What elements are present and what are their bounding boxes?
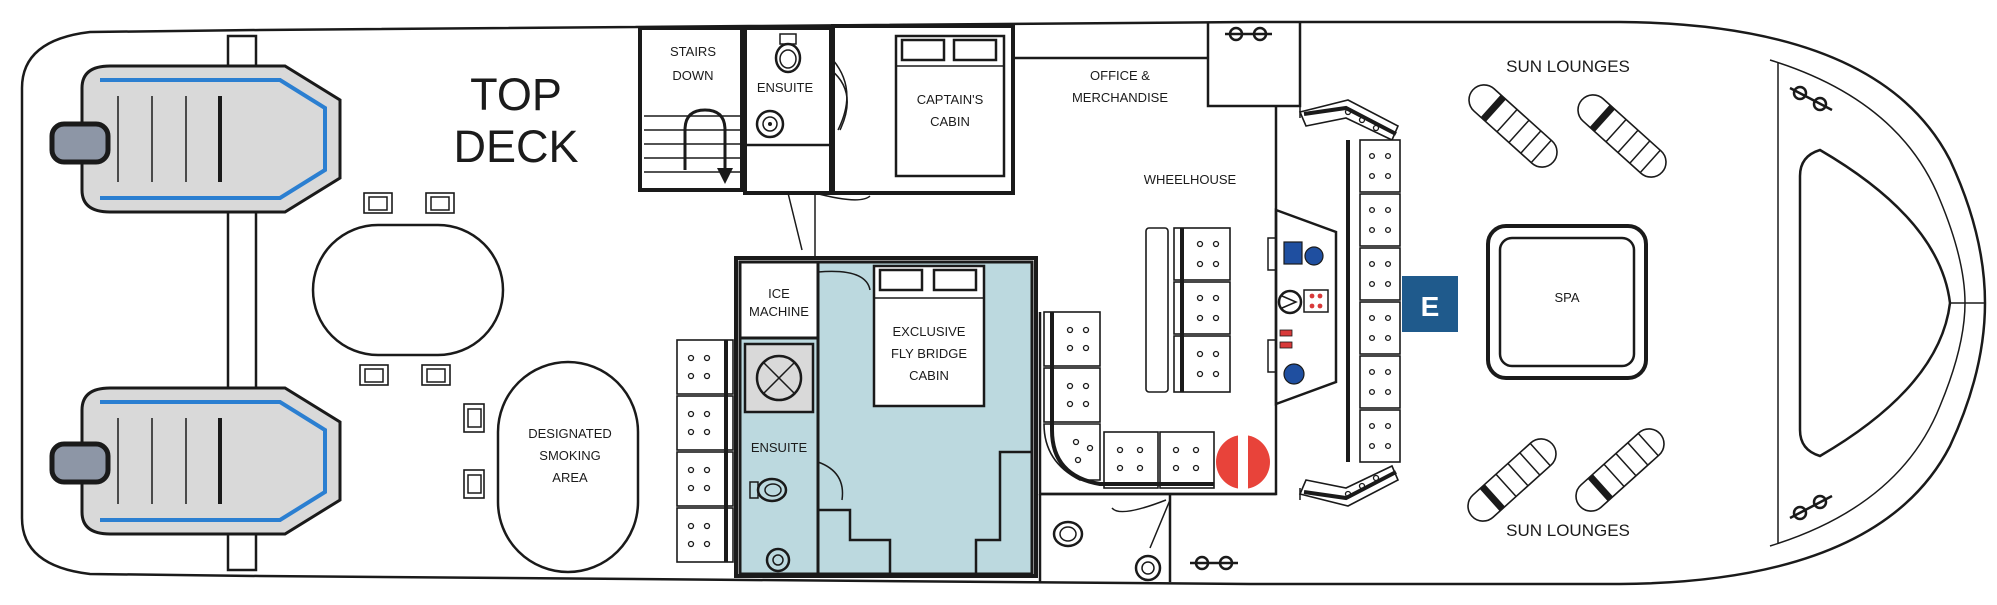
smoking-label-2: SMOKING <box>539 448 600 463</box>
aft-oval-table <box>311 223 505 357</box>
bed-icon <box>894 34 1006 178</box>
sun-lounger-4 <box>1575 428 1665 512</box>
fly-label-1: EXCLUSIVE <box>893 324 966 339</box>
fly-label-2: FLY BRIDGE <box>891 346 967 361</box>
e-badge <box>1402 276 1458 332</box>
stairs-label-1: STAIRS <box>670 44 716 59</box>
office-label-1: OFFICE & <box>1090 68 1150 83</box>
sun-lounges-bottom-label: SUN LOUNGES <box>1506 521 1630 540</box>
bollard-icon <box>1190 26 1833 571</box>
smoking-area <box>496 360 640 574</box>
corridor-door <box>787 192 871 251</box>
aft-chairs <box>359 192 485 499</box>
smoking-label-1: DESIGNATED <box>528 426 612 441</box>
ice-label-1: ICE <box>768 286 790 301</box>
spa-label: SPA <box>1554 290 1579 305</box>
sun-lounger-3 <box>1467 438 1557 522</box>
tender-top <box>49 64 342 214</box>
toilet-icon-bottom <box>749 477 788 503</box>
ensuite-top-label: ENSUITE <box>757 80 814 95</box>
forward-seating <box>1298 99 1401 507</box>
ensuite-bottom-label: ENSUITE <box>751 440 808 455</box>
toilet-icon <box>774 33 802 74</box>
stairs-label-2: DOWN <box>672 68 713 83</box>
bow-lens <box>1798 148 1952 458</box>
top-deck-label-2: DECK <box>453 121 578 172</box>
wheelhouse-label: WHEELHOUSE <box>1144 172 1237 187</box>
lower-toilets <box>1038 492 1276 582</box>
bench-aft <box>676 339 734 563</box>
bed-icon-fly <box>872 264 986 408</box>
captain-label-1: CAPTAIN'S <box>917 92 984 107</box>
forward-seat-dots <box>1368 152 1392 450</box>
forward-cabin-wall <box>1206 22 1302 108</box>
captains-cabin: CAPTAIN'S CABIN <box>831 24 1015 195</box>
stairs: STAIRS DOWN <box>638 26 744 192</box>
motor-bottom <box>49 441 111 485</box>
top-deck-label-1: TOP <box>470 69 562 120</box>
sun-lounges-top-label: SUN LOUNGES <box>1506 57 1630 76</box>
smoking-label-3: AREA <box>552 470 588 485</box>
e-badge-text: E <box>1421 291 1440 322</box>
ice-label-2: MACHINE <box>749 304 809 319</box>
sink-icon-bottom <box>765 547 791 573</box>
transom-beam <box>226 34 258 572</box>
life-ring-icon <box>1216 435 1270 489</box>
sink-icon <box>755 109 785 139</box>
sun-lounger-2 <box>1577 94 1667 178</box>
stove-icon <box>743 342 815 414</box>
captain-label-2: CABIN <box>930 114 970 129</box>
wheelhouse: WHEELHOUSE <box>1038 106 1338 496</box>
motor-top <box>49 121 111 165</box>
fly-bridge-block: ICE MACHINE ENSUITE EXCLUSIVE FLY BRIDGE… <box>734 256 1038 578</box>
tender-bottom <box>49 386 342 536</box>
office-label-2: MERCHANDISE <box>1072 90 1168 105</box>
spa: SPA <box>1486 224 1648 380</box>
stairs-arrow-icon <box>683 108 727 172</box>
sun-lounger-1 <box>1468 84 1558 168</box>
fly-label-3: CABIN <box>909 368 949 383</box>
